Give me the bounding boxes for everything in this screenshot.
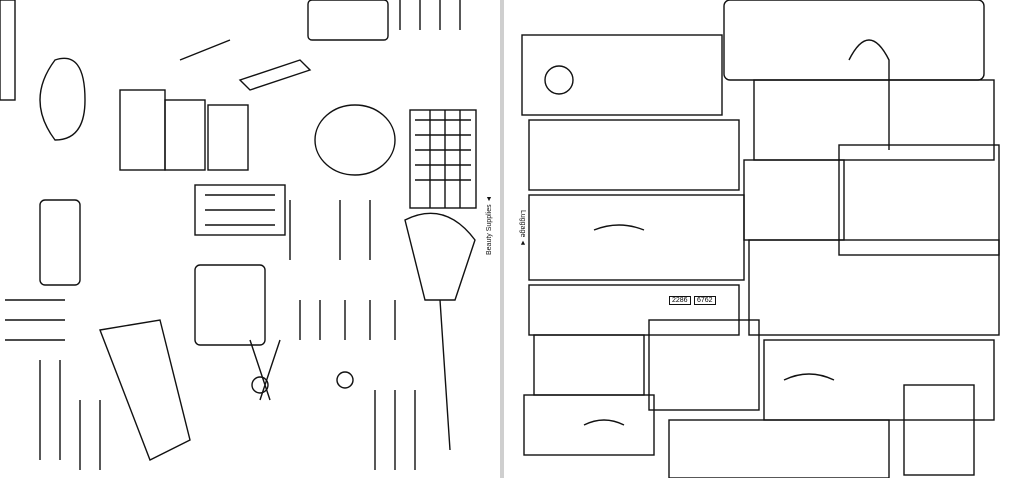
page-caption-right: Luggage xyxy=(519,210,526,238)
page-caption-left: Beauty Supplies xyxy=(486,204,493,255)
right-page-luggage: 2286 6762 Luggage ◄ xyxy=(504,0,1021,478)
luggage-tag: 2286 xyxy=(669,296,691,305)
luggage-illustration xyxy=(521,0,1000,478)
arrow-icon: ◄ xyxy=(519,239,526,247)
page-gutter xyxy=(500,0,504,478)
left-page-beauty-supplies: Beauty Supplies ◄ xyxy=(0,0,500,478)
arrow-icon: ◄ xyxy=(486,195,493,203)
luggage-tag: 6762 xyxy=(694,296,716,305)
beauty-supplies-illustration xyxy=(0,0,477,470)
